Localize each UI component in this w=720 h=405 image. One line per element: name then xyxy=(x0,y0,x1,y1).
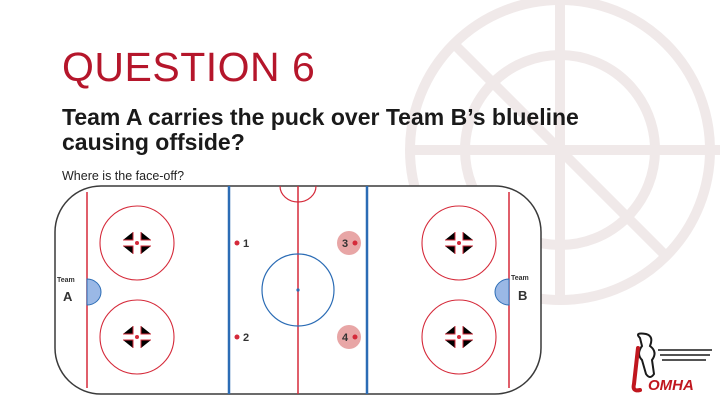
faceoff-circle-bottom-left xyxy=(99,299,175,375)
faceoff-spot-3-label: 3 xyxy=(342,238,348,250)
hash-marks-top-right xyxy=(445,232,473,254)
faceoff-prompt: Where is the face-off? xyxy=(62,169,185,183)
faceoff-spot-2[interactable] xyxy=(234,334,240,340)
team-left-label: Team xyxy=(57,277,75,284)
faceoff-circle-bottom-right xyxy=(421,299,497,375)
faceoff-spot-1-label: 1 xyxy=(243,238,249,250)
team-left-letter: A xyxy=(63,289,73,304)
omha-logo-text: OMHA xyxy=(648,377,694,394)
question-text: Team A carries the puck over Team B’s bl… xyxy=(62,104,579,155)
faceoff-circle-top-right xyxy=(421,205,497,281)
faceoff-spot-3-highlight xyxy=(337,231,361,255)
hash-marks-top-left xyxy=(123,232,151,254)
goal-crease-left xyxy=(86,278,102,306)
faceoff-spot-1[interactable] xyxy=(234,240,240,246)
faceoff-circle-top-left xyxy=(99,205,175,281)
faceoff-spot-4-label: 4 xyxy=(342,332,349,344)
referee-crease xyxy=(279,185,317,203)
hash-marks-bottom-right xyxy=(445,326,473,348)
center-circle xyxy=(261,253,335,327)
center-dot xyxy=(296,288,300,292)
faceoff-spot-4-highlight xyxy=(337,325,361,349)
goal-crease-right xyxy=(494,278,510,306)
slide-title: QUESTION 6 xyxy=(62,44,316,90)
omha-logo: OMHA xyxy=(631,332,712,394)
hash-marks-bottom-left xyxy=(123,326,151,348)
faceoff-spot-3[interactable] xyxy=(352,240,358,246)
team-right-letter: B xyxy=(518,288,527,303)
faceoff-spot-4[interactable] xyxy=(352,334,358,340)
hockey-rink: 1 2 3 4 Team A Team B xyxy=(53,184,543,396)
team-right-label: Team xyxy=(511,275,529,282)
faceoff-spot-2-label: 2 xyxy=(243,332,249,344)
